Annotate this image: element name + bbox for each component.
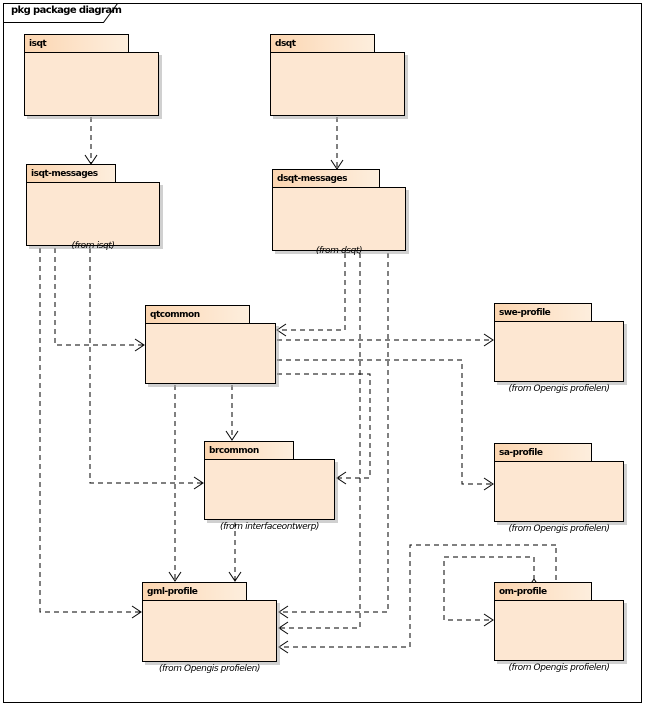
package-om-profile-tab: om-profile [494, 582, 592, 601]
package-dsqt-tab: dsqt [270, 34, 375, 53]
package-dsqt-label: dsqt [275, 39, 296, 49]
package-isqt-messages[interactable]: isqt-messages [26, 164, 164, 249]
package-brcommon-body [204, 459, 335, 520]
package-brcommon-label: brcommon [209, 446, 259, 456]
package-om-profile-body [494, 600, 624, 661]
package-swe-profile-from: (from Opengis profielen) [508, 384, 610, 394]
package-isqt-messages-from: (from isqt) [71, 241, 115, 251]
package-gml-profile-from: (from Opengis profielen) [158, 664, 261, 674]
package-sa-profile-tab: sa-profile [494, 443, 592, 462]
package-brcommon[interactable]: brcommon [204, 441, 338, 521]
package-isqt-messages-body [26, 182, 160, 246]
package-isqt-messages-label: isqt-messages [31, 169, 98, 179]
package-dsqt-messages-tab: dsqt-messages [272, 169, 380, 188]
package-qtcommon-body [145, 323, 276, 384]
package-brcommon-tab: brcommon [204, 441, 294, 460]
package-qtcommon-label: qtcommon [150, 310, 200, 320]
package-dsqt-body [270, 52, 405, 116]
package-swe-profile[interactable]: swe-profile [494, 303, 627, 383]
package-gml-profile-body [142, 600, 277, 662]
package-isqt-tab: isqt [24, 34, 129, 53]
package-isqt[interactable]: isqt [24, 34, 162, 119]
package-dsqt-messages-from: (from dsqt) [315, 246, 363, 256]
package-isqt-messages-tab: isqt-messages [26, 164, 116, 183]
package-dsqt-messages-body [272, 187, 406, 251]
package-sa-profile-label: sa-profile [499, 448, 543, 458]
package-swe-profile-label: swe-profile [499, 308, 551, 318]
package-qtcommon[interactable]: qtcommon [145, 305, 279, 385]
package-swe-profile-body [494, 321, 624, 382]
package-dsqt-messages-label: dsqt-messages [277, 174, 347, 184]
package-gml-profile-tab: gml-profile [142, 582, 247, 601]
package-sa-profile[interactable]: sa-profile [494, 443, 627, 523]
diagram-title: pkg package diagram [11, 5, 122, 16]
package-sa-profile-body [494, 461, 624, 522]
package-swe-profile-tab: swe-profile [494, 303, 592, 322]
package-dsqt-messages[interactable]: dsqt-messages [272, 169, 410, 254]
package-om-profile[interactable]: om-profile [494, 582, 627, 662]
package-om-profile-label: om-profile [499, 587, 547, 597]
package-dsqt[interactable]: dsqt [270, 34, 408, 119]
package-gml-profile-label: gml-profile [147, 587, 198, 597]
package-qtcommon-tab: qtcommon [145, 305, 250, 324]
package-brcommon-from: (from interfaceontwerp) [219, 522, 319, 532]
package-isqt-label: isqt [29, 39, 47, 49]
package-sa-profile-from: (from Opengis profielen) [508, 524, 610, 534]
package-isqt-body [24, 52, 159, 116]
package-om-profile-from: (from Opengis profielen) [508, 663, 610, 673]
package-gml-profile[interactable]: gml-profile [142, 582, 280, 664]
